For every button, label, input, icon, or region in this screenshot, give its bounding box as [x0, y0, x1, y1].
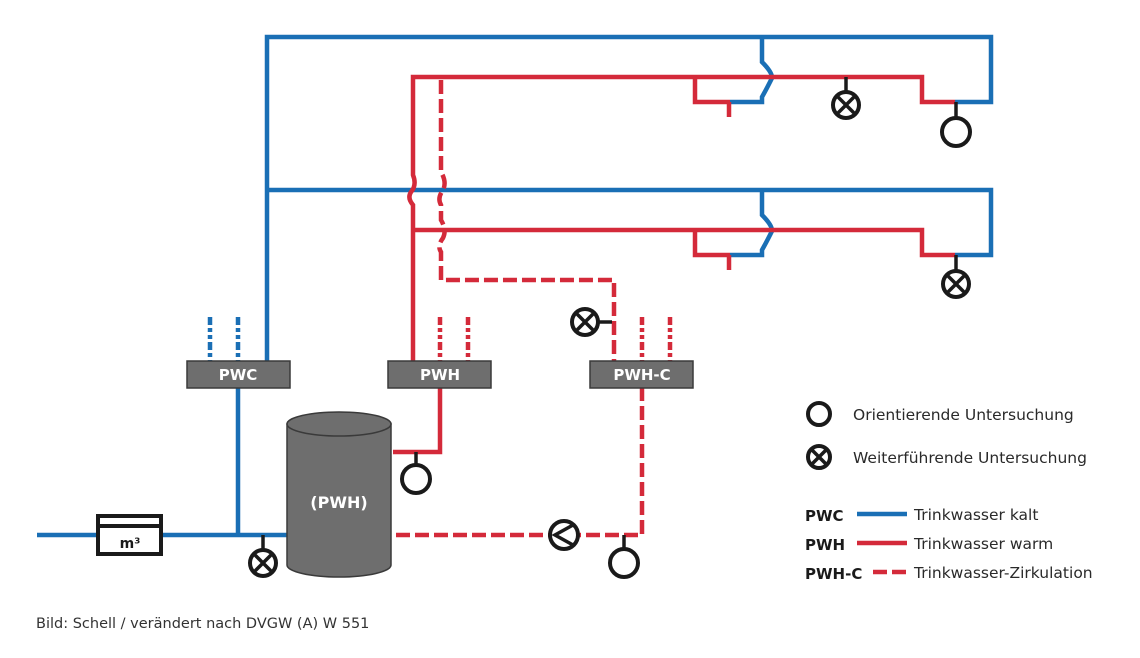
circ-riser: [437, 80, 617, 362]
crossed-circle-icon: [806, 444, 832, 470]
meter-label: m³: [120, 536, 141, 552]
sampling-point-crossed-cold: [248, 535, 278, 578]
legend-item-pwhc: PWH-C Trinkwasser-Zirkulation: [805, 564, 1093, 583]
legend-item-weiterfuehrend: Weiterführende Untersuchung: [806, 444, 1087, 470]
hot-water-tank: (PWH): [286, 411, 392, 578]
legend-label: Trinkwasser warm: [913, 535, 1053, 553]
sampling-point-open-floor1-end: [940, 102, 972, 148]
legend-item-pwc: PWC Trinkwasser kalt: [805, 506, 1038, 525]
manifold-pwhc: PWH-C: [589, 360, 694, 389]
sampling-point-crossed-circ-riser: [570, 307, 612, 337]
legend-code: PWH: [805, 536, 845, 554]
circulation-pump-icon: [548, 519, 580, 551]
manifold-pwh: PWH: [387, 360, 492, 389]
cold-floor2-main: [267, 187, 994, 258]
tank-label: (PWH): [310, 493, 367, 512]
hot-floor1-fixture: [692, 77, 730, 105]
legend-code: PWH-C: [805, 565, 862, 583]
circ-return: [393, 387, 645, 538]
hot-main-riser: [407, 74, 955, 362]
hot-tank-outlet: [393, 387, 443, 455]
hot-water-pipes: [393, 74, 955, 455]
legend-label: Trinkwasser kalt: [913, 506, 1038, 524]
cold-water-pipes: [37, 34, 994, 538]
legend-item-orientierend: Orientierende Untersuchung: [806, 401, 1074, 427]
legend-label: Trinkwasser-Zirkulation: [913, 564, 1093, 582]
sampling-point-open-tank-outlet: [400, 452, 432, 495]
cold-floor2-branch: [730, 190, 775, 258]
manifold-pwc: PWC: [186, 360, 291, 389]
cold-main-riser: [264, 34, 994, 362]
hot-floor2-main: [413, 227, 955, 258]
manifold-pwhc-label: PWH-C: [613, 366, 670, 384]
circulation-pipes: [393, 80, 673, 538]
legend-label: Orientierende Untersuchung: [853, 406, 1074, 424]
open-circle-icon: [806, 401, 832, 427]
hot-floor2-fixture: [692, 230, 730, 258]
manifold-pwh-label: PWH: [420, 366, 460, 384]
sampling-point-crossed-floor1: [831, 77, 861, 120]
legend-item-pwh: PWH Trinkwasser warm: [805, 535, 1053, 554]
legend-label: Weiterführende Untersuchung: [853, 449, 1087, 467]
sampling-point-crossed-floor2-end: [941, 255, 971, 299]
water-meter: m³: [96, 514, 163, 556]
manifold-pwc-label: PWC: [219, 366, 258, 384]
legend-code: PWC: [805, 507, 844, 525]
sampling-point-open-circ-return: [608, 535, 640, 579]
image-credit: Bild: Schell / verändert nach DVGW (A) W…: [36, 616, 369, 632]
cold-floor1-branch: [730, 37, 775, 105]
legend: Orientierende Untersuchung Weiterführend…: [805, 401, 1093, 583]
